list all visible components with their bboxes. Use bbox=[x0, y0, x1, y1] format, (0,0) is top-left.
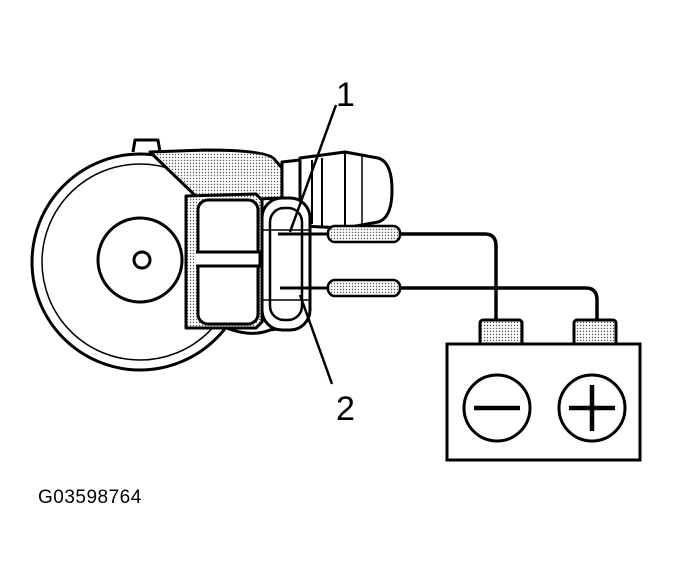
valve-center-hole bbox=[132, 250, 152, 270]
callout-leaders bbox=[288, 104, 338, 385]
test-leads bbox=[278, 224, 599, 320]
battery bbox=[445, 318, 642, 462]
connector-latch bbox=[196, 250, 262, 268]
callout-label-2: 2 bbox=[336, 390, 355, 428]
figure-id: G03598764 bbox=[38, 487, 142, 508]
terminal-cavity bbox=[268, 206, 304, 322]
terminal-2-probe bbox=[326, 278, 402, 298]
electrical-connector bbox=[184, 192, 312, 332]
plus-symbol bbox=[569, 385, 615, 431]
battery-positive-post bbox=[572, 318, 618, 348]
leader-2 bbox=[298, 294, 334, 385]
leader-1 bbox=[288, 104, 338, 233]
flange-top-tab bbox=[131, 138, 162, 153]
callout-label-1: 1 bbox=[336, 76, 355, 114]
battery-negative-post bbox=[478, 318, 524, 348]
terminal-1-probe bbox=[326, 224, 402, 244]
terminal-2-wire bbox=[400, 286, 599, 320]
terminal-1-wire bbox=[400, 232, 498, 320]
